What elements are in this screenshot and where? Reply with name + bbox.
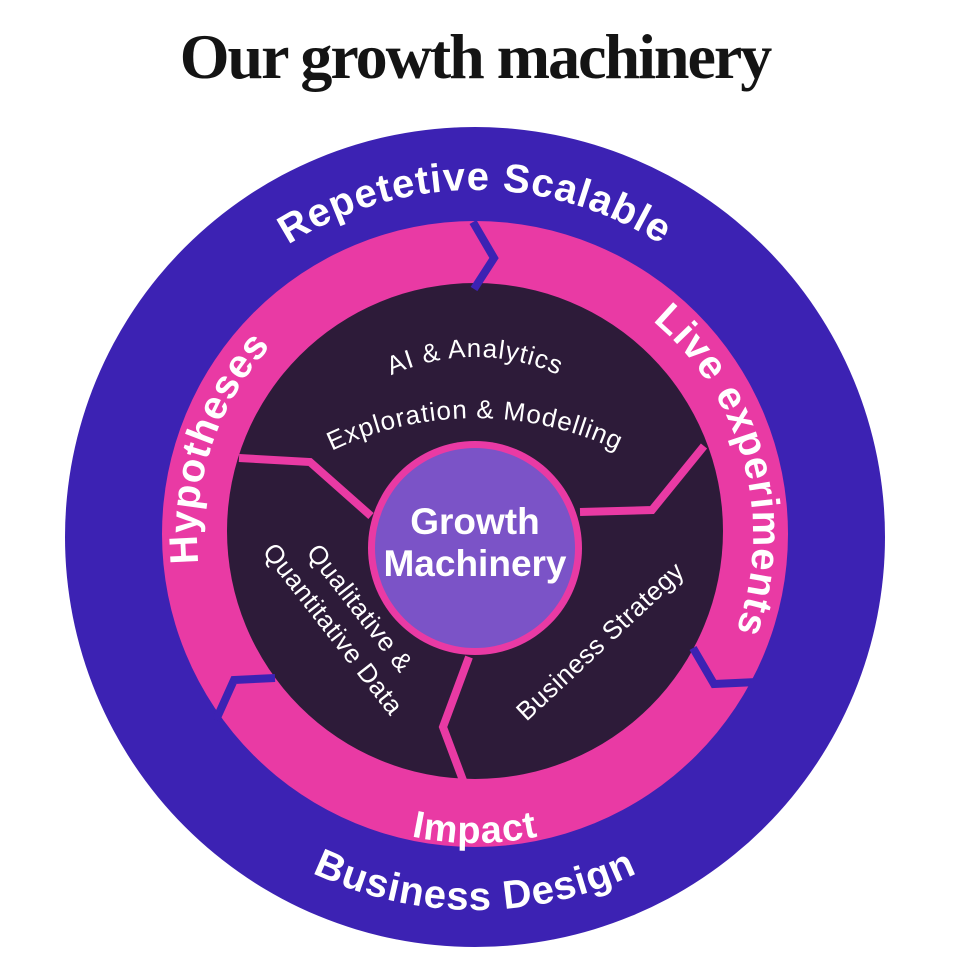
inner-disc-divider-left-chevron [238,454,374,519]
page-title: Our growth machinery [179,21,773,92]
pink-ring-divider-left-chevron [212,674,276,722]
inner-disc-divider-bottom-chevron [438,655,473,785]
center-label-line1: Growth [410,501,539,542]
middle-ring-bottom-label: Impact [410,804,541,852]
pink-ring-divider-top-chevron [469,219,499,292]
pink-ring-divider-right-chevron [689,645,758,689]
inner-disc-divider-right-chevron [579,443,708,516]
center-label-line2: Machinery [383,543,566,584]
center-circle [375,448,575,648]
